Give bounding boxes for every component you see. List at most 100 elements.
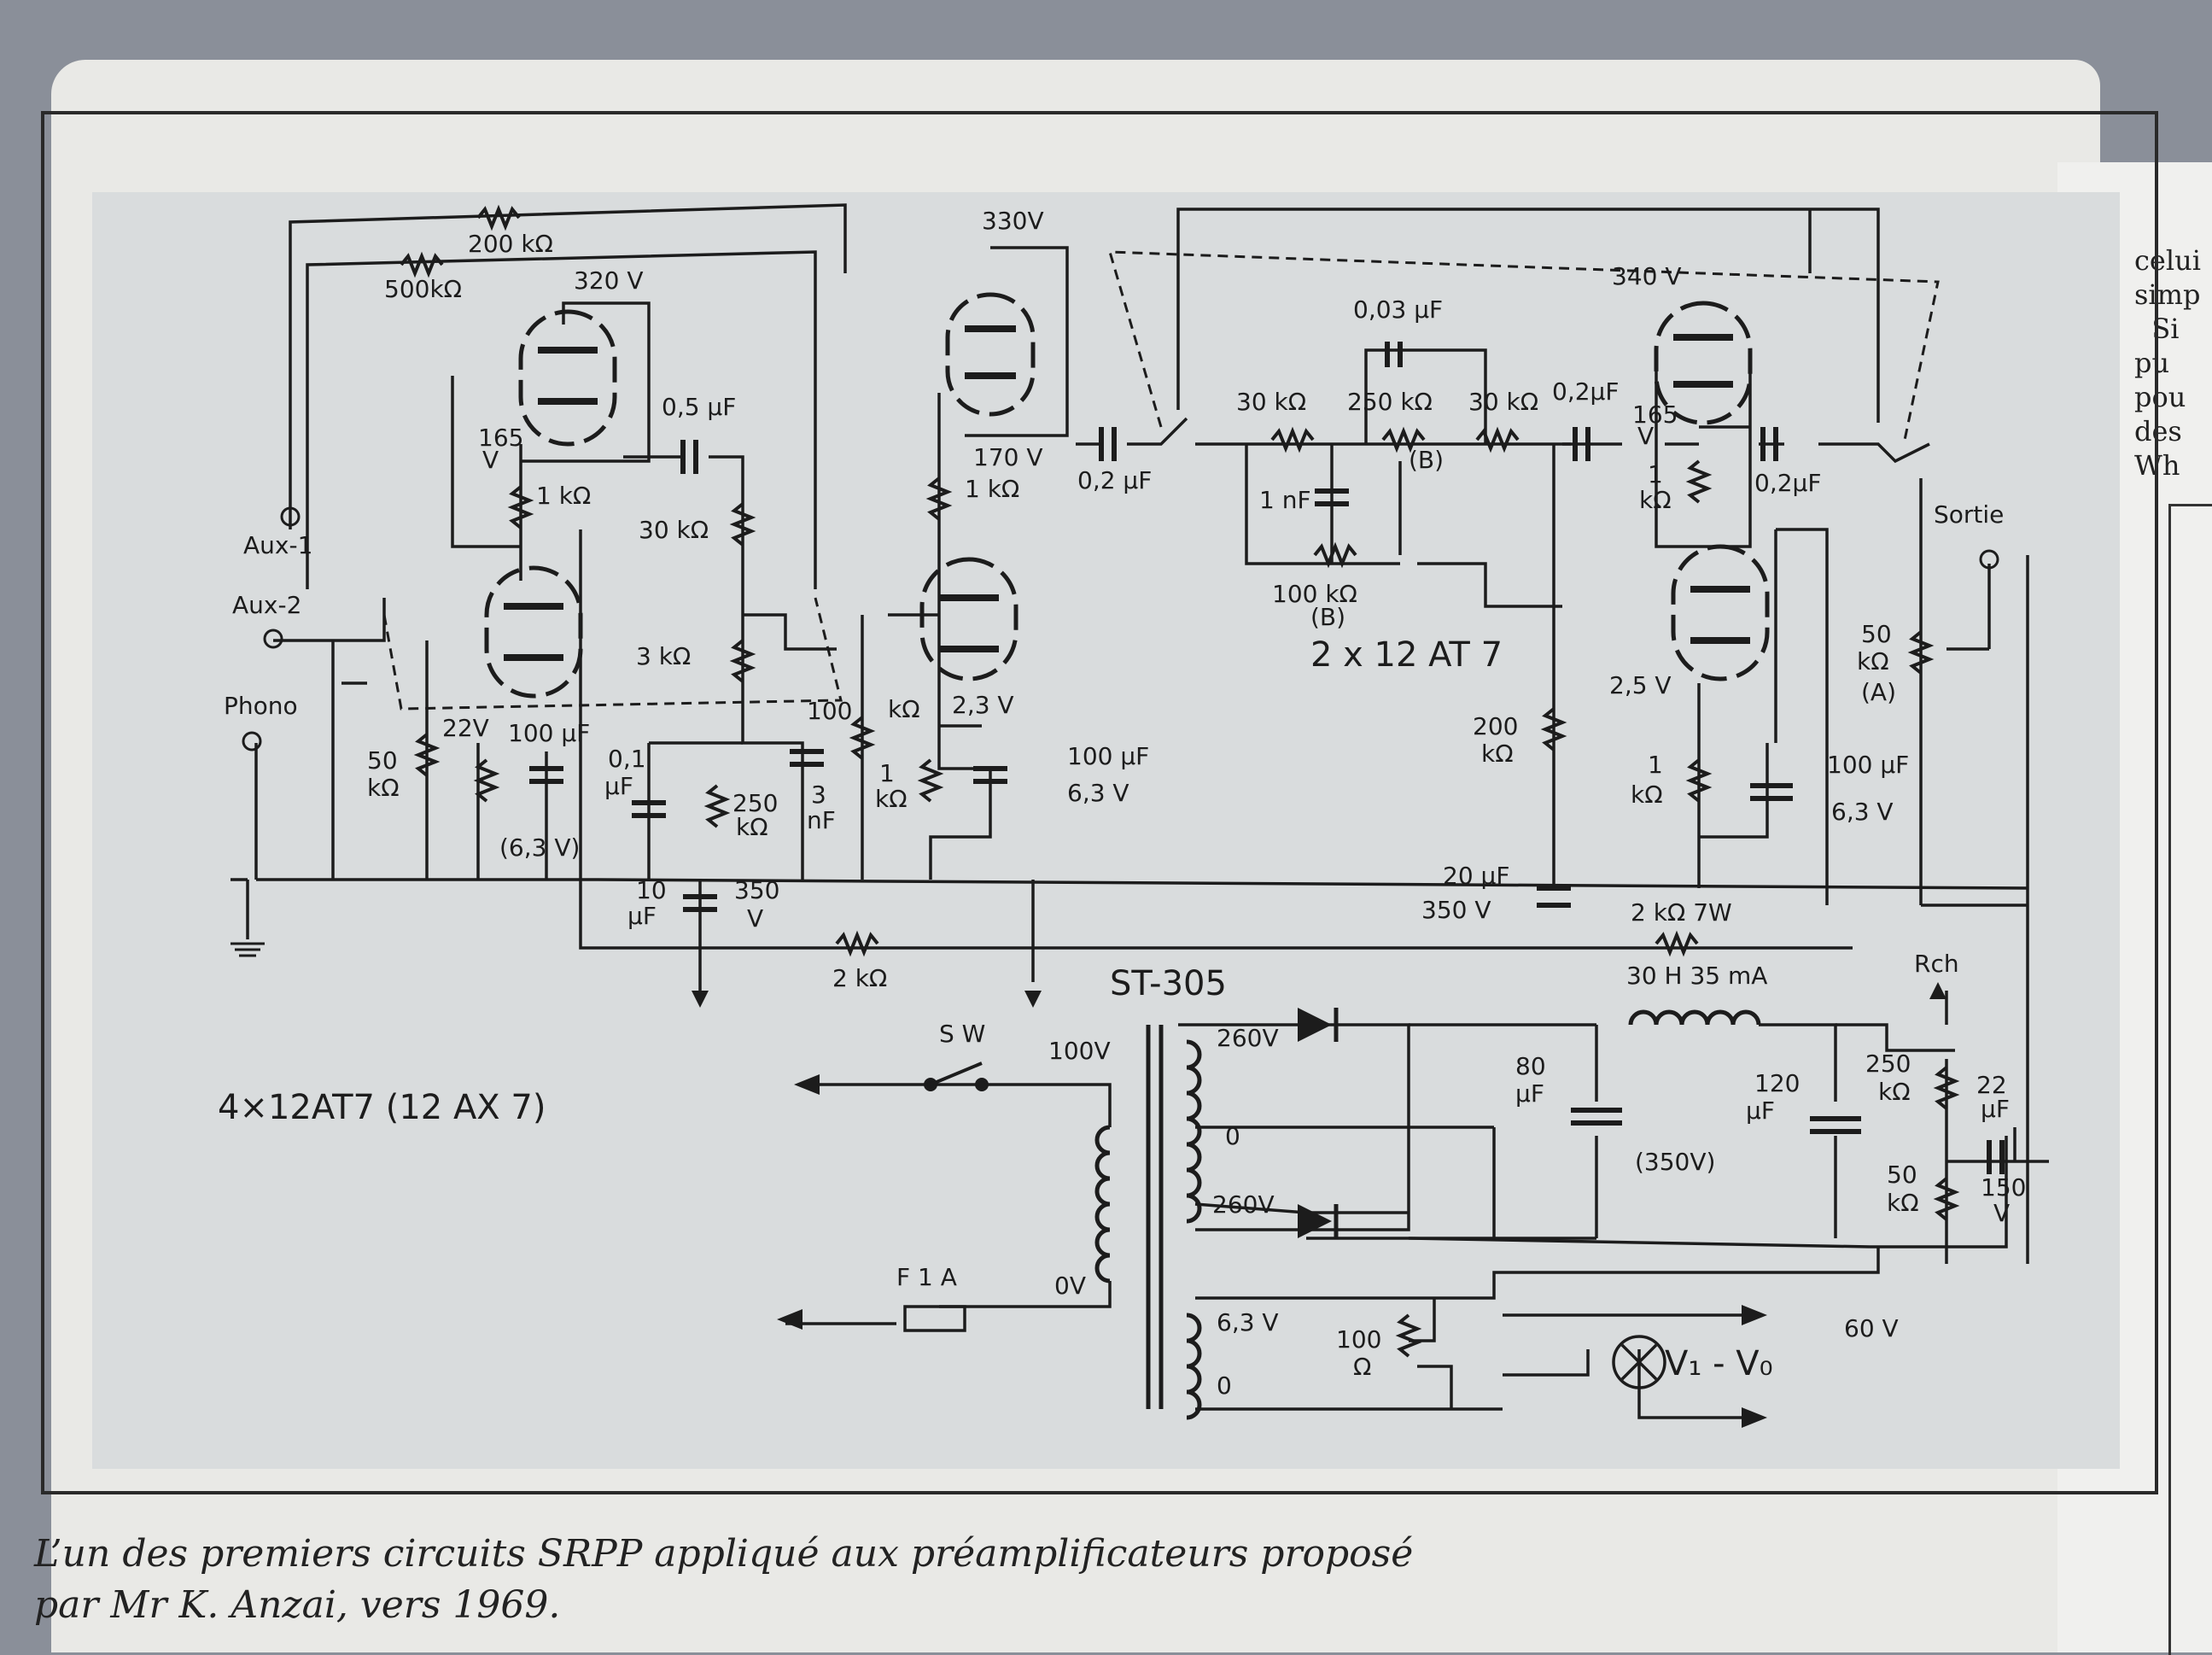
label-fuse: F 1 A [896, 1263, 957, 1291]
label-c-120u: 120 [1754, 1069, 1800, 1097]
label-v63-a: (6,3 V) [499, 833, 580, 862]
label-v165-left: 165 [478, 424, 523, 452]
label-c-003u: 0,03 μF [1353, 295, 1443, 324]
label-c-02u-b: 0,2μF [1552, 377, 1619, 406]
fuse-symbol [903, 1305, 966, 1332]
arrows [692, 982, 1946, 1428]
label-v165-right: 165 [1632, 401, 1678, 429]
label-v22: 22V [442, 714, 489, 742]
label-c-05u: 0,5 μF [662, 393, 736, 421]
label-v260-a: 260V [1217, 1024, 1279, 1052]
label-v0-a: 0 [1225, 1122, 1240, 1150]
label-r-500k-fb: 500kΩ [384, 275, 462, 303]
label-pot-b1: (B) [1409, 446, 1444, 474]
label-v0v: 0V [1054, 1272, 1086, 1300]
label-r-50k-in-unit: kΩ [367, 774, 400, 802]
lamp-symbol [1612, 1335, 1666, 1389]
label-r-1k-c: 1 [879, 759, 895, 787]
tube-symbols [484, 292, 1770, 699]
label-r-30k-c: 30 kΩ [1468, 388, 1538, 416]
label-r-1k-a: 1 kΩ [536, 482, 591, 510]
label-c-02u-a: 0,2 μF [1077, 466, 1152, 494]
label-v100: 100V [1048, 1037, 1111, 1065]
resistors [400, 204, 1960, 1358]
label-v150-unit: V [1993, 1199, 2010, 1227]
figure-caption: L’un des premiers circuits SRPP appliqué… [34, 1532, 1414, 1627]
label-r-200k-fb: 200 kΩ [468, 230, 553, 258]
label-v170: 170 V [973, 443, 1043, 471]
label-lamp: V₁ - V₀ [1665, 1344, 1773, 1383]
tube-3-lower [1671, 544, 1770, 681]
wires [231, 203, 2049, 1419]
label-c-22u: 22 [1976, 1071, 2007, 1099]
label-rch: Rch [1914, 950, 1959, 978]
label-v350-c: (350V) [1635, 1148, 1715, 1176]
label-c-80u-unit: μF [1515, 1079, 1544, 1108]
label-r-1k-e-unit: kΩ [1631, 781, 1663, 809]
component-labels: 200 kΩ 500kΩ 320 V 330V 340 V 165 V 1 kΩ… [218, 207, 2026, 1400]
label-aux2: Aux-2 [232, 591, 301, 619]
label-v330: 330V [982, 207, 1044, 235]
label-r-50k-out-unit: kΩ [1857, 647, 1889, 675]
tube-3-upper [1654, 301, 1753, 425]
label-v340: 340 V [1612, 262, 1682, 290]
label-c-120u-unit: μF [1746, 1097, 1775, 1125]
label-r-50k-c: 50 [1887, 1161, 1917, 1189]
label-r-250k-a: 250 [732, 789, 778, 817]
label-r-250k-a-unit: kΩ [736, 813, 768, 841]
label-c-02u-c: 0,2μF [1754, 469, 1821, 497]
label-c-80u: 80 [1515, 1052, 1546, 1080]
tube-2-upper [945, 292, 1036, 417]
label-c-22u-unit: μF [1981, 1095, 2010, 1123]
label-r-100k-b: 100 kΩ [1272, 580, 1357, 608]
label-sw: S W [939, 1020, 985, 1048]
label-c-01u: 0,1 [608, 745, 646, 773]
label-v60: 60 V [1844, 1314, 1899, 1342]
label-v165-right-unit: V [1637, 422, 1654, 450]
label-c-1n: 1 nF [1259, 486, 1311, 514]
label-v150: 150 [1981, 1173, 2026, 1202]
transformer-st305 [1094, 1009, 1761, 1420]
label-v0-b: 0 [1217, 1371, 1232, 1400]
label-r-200k-unit: kΩ [1481, 740, 1514, 768]
facing-page-box [2168, 504, 2212, 1655]
label-r-2k-a: 2 kΩ [832, 964, 887, 992]
label-r-250k-c: 250 [1865, 1050, 1911, 1078]
label-c-100u-a: 100 μF [508, 719, 590, 747]
label-r-50k-in: 50 [367, 746, 398, 775]
ground-symbol [231, 942, 265, 957]
tube-electrodes [504, 325, 1750, 661]
label-r-2k-7w: 2 kΩ 7W [1631, 898, 1732, 927]
label-v350-a-unit: V [747, 904, 763, 933]
rectifier-diodes [1298, 1008, 1339, 1238]
tube-1-lower [484, 565, 583, 699]
label-c-3n-unit: nF [807, 806, 836, 834]
label-r-1k-e: 1 [1648, 751, 1663, 779]
label-tubes-left: 4×12AT7 (12 AX 7) [218, 1088, 546, 1127]
label-v350-a: 350 [734, 876, 779, 904]
label-c-100u-b-v: 6,3 V [1067, 779, 1129, 807]
tube-2-lower [919, 557, 1018, 681]
label-r-100: 100 [1336, 1325, 1381, 1354]
label-r-30k-a: 30 kΩ [639, 516, 709, 544]
label-v25: 2,5 V [1609, 671, 1672, 699]
label-choke: 30 H 35 mA [1626, 962, 1767, 990]
label-c-20u: 20 μF [1443, 862, 1509, 890]
label-c-10u-unit: μF [627, 902, 657, 930]
label-r-1k-d: 1 [1648, 460, 1663, 488]
input-jacks [242, 506, 1999, 751]
label-transformer: ST-305 [1110, 964, 1227, 1003]
label-pot-a: (A) [1861, 678, 1896, 706]
tube-1-upper [518, 309, 617, 447]
label-r-1k-c-unit: kΩ [875, 785, 908, 813]
label-v350-b: 350 V [1421, 896, 1491, 924]
figure-frame [41, 111, 2158, 1494]
label-tubes-right: 2 x 12 AT 7 [1310, 635, 1503, 675]
label-r-100k-a-unit: kΩ [888, 695, 920, 723]
fuse-and-lamp [903, 1305, 1666, 1389]
label-sortie: Sortie [1934, 500, 2004, 529]
label-c-100u-c-v: 6,3 V [1831, 798, 1894, 826]
label-r-250k-b: 250 kΩ [1347, 388, 1433, 416]
label-v260-b: 260V [1212, 1190, 1275, 1219]
